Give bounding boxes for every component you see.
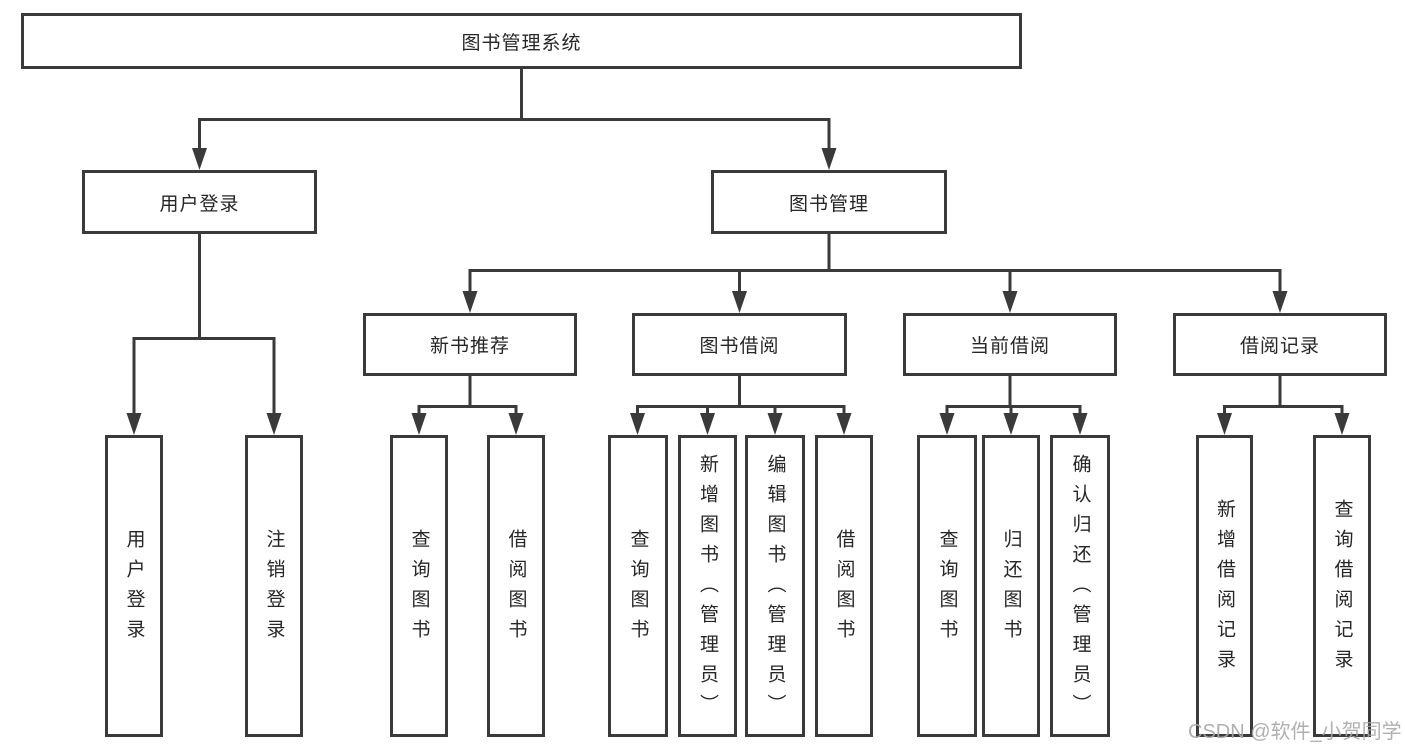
leaf-newrec-borrow-books: 借阅图书 [487, 435, 545, 737]
node-borrow-records: 借阅记录 [1173, 313, 1387, 376]
node-book-borrowing: 图书借阅 [632, 313, 847, 376]
connector-root [198, 69, 831, 152]
leaf-current-query-books: 查询图书 [917, 435, 977, 737]
connector-user-login [132, 234, 276, 417]
leaf-records-query-record: 查询借阅记录 [1313, 435, 1371, 737]
connector-book-management [468, 234, 1282, 295]
leaf-borrowing-edit-books-admin: 编辑图书（管理员） [745, 435, 805, 737]
leaf-borrowing-add-books-admin: 新增图书（管理员） [678, 435, 737, 737]
leaf-current-return-books: 归还图书 [982, 435, 1040, 737]
connector-paths [132, 69, 1344, 417]
connector-book-borrowing [636, 376, 846, 417]
node-book-management: 图书管理 [711, 170, 947, 234]
leaf-current-confirm-return-admin: 确认归还（管理员） [1050, 435, 1110, 737]
node-current-borrowing: 当前借阅 [903, 313, 1117, 376]
leaf-user-login: 用户登录 [105, 435, 163, 737]
arrowheads [126, 148, 1350, 435]
node-new-book-recommend: 新书推荐 [363, 313, 577, 376]
connector-borrow-records [1223, 376, 1344, 417]
connector-new-book-recommend [417, 376, 518, 417]
csdn-watermark: CSDN @软件_小贺同学 [1188, 721, 1402, 743]
leaf-borrowing-borrow-books: 借阅图书 [815, 435, 873, 737]
node-library-system: 图书管理系统 [21, 13, 1022, 69]
leaf-borrowing-query-books: 查询图书 [608, 435, 668, 737]
node-user-login: 用户登录 [82, 170, 317, 234]
leaf-newrec-query-books: 查询图书 [390, 435, 448, 737]
leaf-logout: 注销登录 [245, 435, 303, 737]
leaf-records-add-record: 新增借阅记录 [1196, 435, 1253, 737]
connector-current-borrowing [945, 376, 1082, 417]
